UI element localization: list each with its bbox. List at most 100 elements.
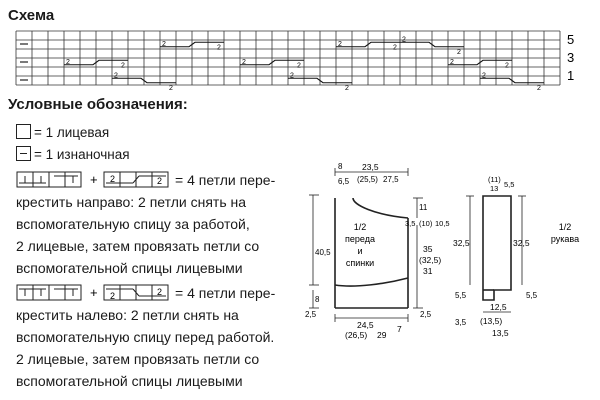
body-top-23-5: 23,5 <box>362 162 379 172</box>
sleeve-label-1: 1/2 <box>559 222 572 232</box>
cable-left-line-5: вспомогательной спицы лицевыми <box>16 373 243 389</box>
svg-text:2: 2 <box>110 291 115 301</box>
cable-count-label: 2 <box>450 59 454 66</box>
row-label-1: 1 <box>567 68 574 83</box>
body-top-6-5: 6,5 <box>338 177 350 186</box>
body-label-1: 1/2 <box>354 222 367 232</box>
cable-right-line-2: крестить направо: 2 петли снять на <box>16 194 247 210</box>
svg-text:+: + <box>90 172 98 187</box>
cable-right-line-3: вспомогательную спицу за работой, <box>16 216 250 232</box>
cable-left-line-3: вспомогательную спицу перед работой. <box>16 329 275 345</box>
svg-text:2: 2 <box>157 176 162 186</box>
cable-line <box>64 59 128 66</box>
sleeve-left-3-5: 3,5 <box>455 318 467 327</box>
sleeve-pattern-diagram: (11) 13 5,5 32,5 32,5 5,5 5,5 3,5 12,5 (… <box>453 175 579 338</box>
cable-count-label: 2 <box>297 62 301 69</box>
body-right-2-5: 2,5 <box>420 310 432 319</box>
sleeve-bottom-13-5: (13,5) <box>480 316 502 326</box>
sleeve-label-2: рукава <box>551 234 579 244</box>
body-right-31: 31 <box>423 266 433 276</box>
legend-knit: = 1 лицевая <box>16 124 109 140</box>
body-right-10-5: 10,5 <box>435 219 450 228</box>
chart-cables <box>64 41 544 84</box>
body-label-2: переда <box>345 234 375 244</box>
body-bottom-7: 7 <box>397 324 402 334</box>
cable-right-line-1: = 4 петли пере- <box>175 172 276 188</box>
svg-text:2: 2 <box>157 287 162 297</box>
cable-count-label: 2 <box>393 44 397 51</box>
cable-count-label: 2 <box>482 72 486 79</box>
cable-count-label: 2 <box>290 72 294 79</box>
cable-count-label: 2 <box>345 85 349 92</box>
body-right-32-5: (32,5) <box>419 255 441 265</box>
sleeve-right-5-5: 5,5 <box>526 291 538 300</box>
legend-purl: = 1 изнаночная <box>16 146 130 162</box>
body-bottom-24-5: 24,5 <box>357 320 374 330</box>
body-pattern-diagram: 8 6,5 23,5 (25,5) 27,5 11 3,5 (10) 10,5 … <box>305 162 450 340</box>
cable-left-line-1: = 4 петли пере- <box>175 285 276 301</box>
cable-line <box>480 77 544 84</box>
sleeve-bottom-12-5: 12,5 <box>490 302 507 312</box>
cable-right-line-5: вспомогательной спицы лицевыми <box>16 260 243 276</box>
cable-count-label: 2 <box>121 62 125 69</box>
svg-text:2: 2 <box>110 174 115 184</box>
body-right-3-5: 3,5 <box>405 219 415 228</box>
cable-count-label: 2 <box>537 85 541 92</box>
body-label-3: и <box>357 246 362 256</box>
cable-count-label: 2 <box>162 41 166 48</box>
cable-line <box>112 77 176 84</box>
cable-count-label: 2 <box>169 85 173 92</box>
body-right-10: (10) <box>419 219 433 228</box>
sleeve-left-32-5: 32,5 <box>453 238 470 248</box>
cable-count-label: 2 <box>338 41 342 48</box>
cable-line <box>288 77 352 84</box>
cable-left-line-4: 2 лицевые, затем провязать петли со <box>16 351 260 367</box>
cable-count-label: 2 <box>66 59 70 66</box>
knit-symbol-icon <box>16 124 31 139</box>
body-left-40-5: 40,5 <box>315 248 331 257</box>
cable-left-description: = 4 петли пере- крестить налево: 2 петли… <box>16 282 298 392</box>
cable-line <box>400 41 464 48</box>
body-label-4: спинки <box>346 258 374 268</box>
cable-right-description: = 4 петли пере- крестить направо: 2 петл… <box>16 169 298 279</box>
sleeve-left-5-5: 5,5 <box>455 291 467 300</box>
cable-left-line-2: крестить налево: 2 петли снять на <box>16 307 239 323</box>
cable-count-label: 2 <box>402 36 406 43</box>
cable-line <box>448 59 512 66</box>
body-left-2-5: 2,5 <box>305 310 317 319</box>
cable-count-label: 2 <box>505 62 509 69</box>
cable-right-symbol-icon: + 2 2 <box>16 171 169 188</box>
body-right-35: 35 <box>423 244 433 254</box>
legend-knit-text: = 1 лицевая <box>34 125 110 140</box>
body-right-11: 11 <box>419 203 428 212</box>
sleeve-top-5-5: 5,5 <box>504 180 514 189</box>
body-top-25-5: (25,5) <box>357 175 378 184</box>
sleeve-right-32-5: 32,5 <box>513 238 530 248</box>
cable-count-label: 2 <box>242 59 246 66</box>
cable-line <box>160 41 224 48</box>
body-bottom-26-5: (26,5) <box>345 330 367 340</box>
body-left-8: 8 <box>315 295 320 304</box>
cable-count-label: 2 <box>457 49 461 56</box>
cable-line <box>336 41 400 48</box>
legend-purl-text: = 1 изнаночная <box>34 147 130 162</box>
row-label-5: 5 <box>567 32 574 47</box>
cable-left-symbol-icon: + 2 2 <box>16 284 169 301</box>
body-bottom-29: 29 <box>377 330 387 340</box>
purl-symbol-icon <box>16 146 31 161</box>
svg-text:+: + <box>90 285 98 300</box>
chart-grid <box>15 30 561 86</box>
cable-count-label: 2 <box>217 44 221 51</box>
cable-right-line-4: 2 лицевые, затем провязать петли со <box>16 238 260 254</box>
sleeve-top-13: 13 <box>490 184 498 193</box>
row-label-3: 3 <box>567 50 574 65</box>
chart-title: Схема <box>8 7 55 24</box>
cable-count-label: 2 <box>114 72 118 79</box>
legend-title: Условные обозначения: <box>8 96 188 113</box>
cable-line <box>240 59 304 66</box>
sleeve-top-11: (11) <box>488 175 501 184</box>
sleeve-bottom-13-5b: 13,5 <box>492 328 509 338</box>
body-top-8: 8 <box>338 162 343 171</box>
